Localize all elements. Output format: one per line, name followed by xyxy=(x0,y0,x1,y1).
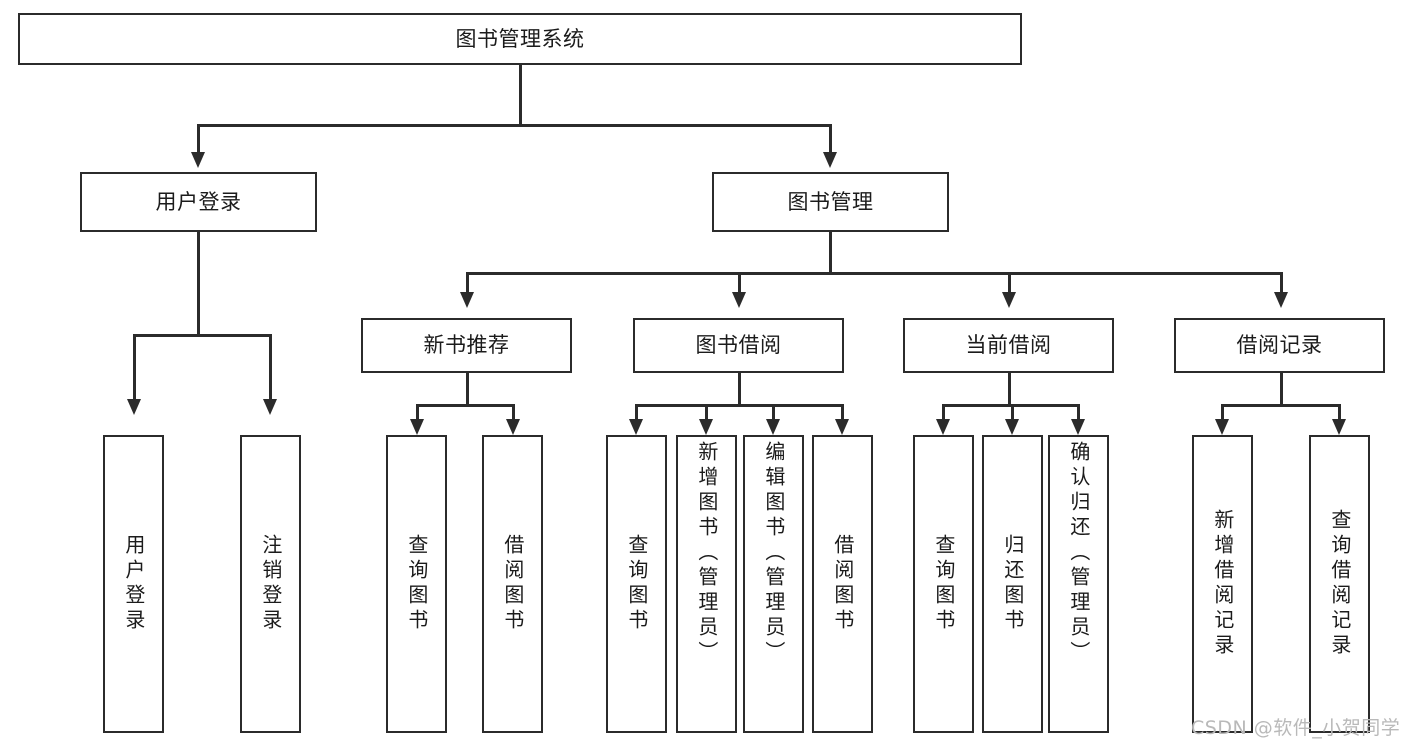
arrowhead-cb-leaf-2 xyxy=(1005,419,1019,435)
arrowhead-br-leaf-1 xyxy=(1215,419,1229,435)
node-user-login[interactable]: 用户登录 xyxy=(80,172,317,232)
node-label: 用户登录 xyxy=(155,189,242,214)
connector-br-stem xyxy=(1280,373,1283,406)
connector-root-to-user-login xyxy=(197,124,200,154)
leaf-confirm-return-admin[interactable]: 确认归还（管理员） xyxy=(1048,435,1109,733)
leaf-label: 归还图书 xyxy=(1000,534,1025,634)
arrowhead-bb-leaf-4 xyxy=(835,419,849,435)
leaf-add-book-admin[interactable]: 新增图书（管理员） xyxy=(676,435,737,733)
connector-bb-drop-1 xyxy=(635,404,638,421)
connector-bm-drop-2 xyxy=(738,272,741,294)
connector-bm-drop-4 xyxy=(1280,272,1283,294)
arrowhead-user-login-leaf-1 xyxy=(127,399,141,415)
connector-bb-drop-3 xyxy=(772,404,775,421)
connector-book-management-bar xyxy=(466,272,1280,275)
arrowhead-bb-leaf-1 xyxy=(629,419,643,435)
connector-user-login-stem xyxy=(197,232,200,336)
connector-nbr-bar xyxy=(416,404,514,407)
leaf-label: 确认归还（管理员） xyxy=(1066,441,1091,666)
node-book-borrow[interactable]: 图书借阅 xyxy=(633,318,844,373)
connector-root-bar xyxy=(197,124,831,127)
arrowhead-user-login-leaf-2 xyxy=(263,399,277,415)
connector-user-login-drop-1 xyxy=(133,334,136,401)
connector-user-login-drop-2 xyxy=(269,334,272,401)
connector-book-management-stem xyxy=(829,232,832,274)
leaf-logout[interactable]: 注销登录 xyxy=(240,435,301,733)
connector-cb-bar xyxy=(942,404,1077,407)
node-borrow-record[interactable]: 借阅记录 xyxy=(1174,318,1385,373)
arrowhead-bb-leaf-3 xyxy=(766,419,780,435)
connector-br-bar xyxy=(1221,404,1340,407)
leaf-query-book-cb[interactable]: 查询图书 xyxy=(913,435,974,733)
arrowhead-br-leaf-2 xyxy=(1332,419,1346,435)
node-label: 图书管理 xyxy=(787,189,874,214)
arrowhead-bb-leaf-2 xyxy=(699,419,713,435)
node-label: 借阅记录 xyxy=(1236,333,1323,357)
connector-root-to-book-management xyxy=(829,124,832,154)
arrowhead-root-to-user-login xyxy=(191,152,205,168)
node-current-borrow[interactable]: 当前借阅 xyxy=(903,318,1114,373)
node-root-book-management-system[interactable]: 图书管理系统 xyxy=(18,13,1022,65)
node-label: 当前借阅 xyxy=(965,333,1052,357)
connector-bb-drop-4 xyxy=(841,404,844,421)
connector-cb-stem xyxy=(1008,373,1011,406)
leaf-user-login[interactable]: 用户登录 xyxy=(103,435,164,733)
leaf-return-book[interactable]: 归还图书 xyxy=(982,435,1043,733)
connector-bb-stem xyxy=(738,373,741,406)
connector-root-stem xyxy=(519,65,522,125)
connector-bb-drop-2 xyxy=(705,404,708,421)
arrowhead-bm-child-2 xyxy=(732,292,746,308)
leaf-label: 新增图书（管理员） xyxy=(694,441,719,666)
arrowhead-nbr-leaf-1 xyxy=(410,419,424,435)
leaf-query-borrow-record[interactable]: 查询借阅记录 xyxy=(1309,435,1370,733)
arrowhead-bm-child-1 xyxy=(460,292,474,308)
leaf-label: 用户登录 xyxy=(121,534,146,634)
leaf-label: 新增借阅记录 xyxy=(1210,509,1235,659)
node-label: 图书管理系统 xyxy=(455,26,585,51)
leaf-label: 查询借阅记录 xyxy=(1327,509,1352,659)
connector-bm-drop-3 xyxy=(1008,272,1011,294)
leaf-label: 借阅图书 xyxy=(830,534,855,634)
connector-br-drop-2 xyxy=(1338,404,1341,421)
connector-cb-drop-2 xyxy=(1011,404,1014,421)
node-label: 图书借阅 xyxy=(695,333,782,357)
leaf-label: 借阅图书 xyxy=(500,534,525,634)
connector-cb-drop-1 xyxy=(942,404,945,421)
leaf-borrow-book-nbr[interactable]: 借阅图书 xyxy=(482,435,543,733)
leaf-edit-book-admin[interactable]: 编辑图书（管理员） xyxy=(743,435,804,733)
leaf-add-borrow-record[interactable]: 新增借阅记录 xyxy=(1192,435,1253,733)
leaf-label: 编辑图书（管理员） xyxy=(761,441,786,666)
arrowhead-bm-child-3 xyxy=(1002,292,1016,308)
leaf-label: 查询图书 xyxy=(624,534,649,634)
leaf-label: 查询图书 xyxy=(931,534,956,634)
connector-bb-bar xyxy=(635,404,843,407)
connector-cb-drop-3 xyxy=(1077,404,1080,421)
arrowhead-nbr-leaf-2 xyxy=(506,419,520,435)
connector-nbr-drop-1 xyxy=(416,404,419,421)
arrowhead-bm-child-4 xyxy=(1274,292,1288,308)
connector-user-login-bar xyxy=(133,334,269,337)
node-book-management[interactable]: 图书管理 xyxy=(712,172,949,232)
leaf-borrow-book-bb[interactable]: 借阅图书 xyxy=(812,435,873,733)
node-label: 新书推荐 xyxy=(423,333,510,357)
arrowhead-cb-leaf-1 xyxy=(936,419,950,435)
leaf-query-book-nbr[interactable]: 查询图书 xyxy=(386,435,447,733)
leaf-query-book-bb[interactable]: 查询图书 xyxy=(606,435,667,733)
arrowhead-root-to-book-management xyxy=(823,152,837,168)
connector-nbr-drop-2 xyxy=(512,404,515,421)
connector-bm-drop-1 xyxy=(466,272,469,294)
leaf-label: 查询图书 xyxy=(404,534,429,634)
arrowhead-cb-leaf-3 xyxy=(1071,419,1085,435)
connector-br-drop-1 xyxy=(1221,404,1224,421)
watermark: CSDN @软件_小贺同学 xyxy=(1191,717,1401,739)
leaf-label: 注销登录 xyxy=(258,534,283,634)
connector-nbr-stem xyxy=(466,373,469,406)
node-new-book-recommend[interactable]: 新书推荐 xyxy=(361,318,572,373)
